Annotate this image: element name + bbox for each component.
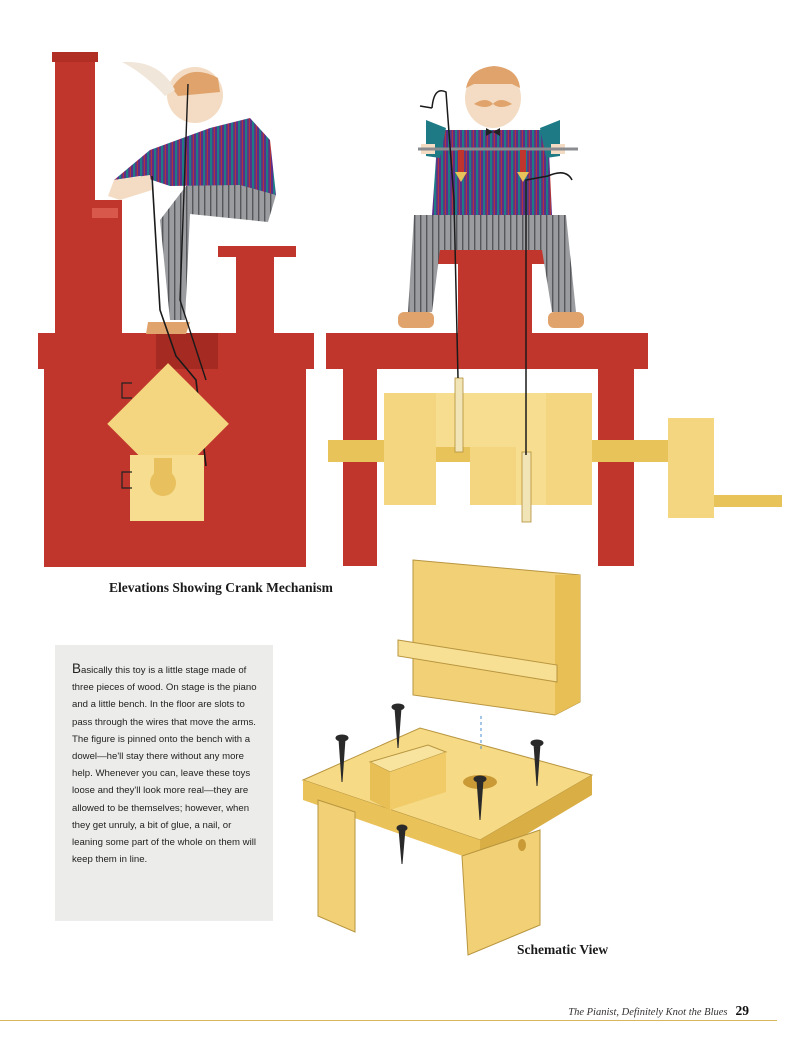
footer-title: The Pianist, Definitely Knot the Blues: [568, 1007, 728, 1018]
schematic-caption: Schematic View: [517, 942, 609, 957]
drop-cap: B: [72, 661, 82, 676]
schematic-stage: [301, 559, 594, 956]
sidebar-body: asically this toy is a little stage made…: [72, 665, 257, 866]
sidebar-paragraph: Basically this toy is a little stage mad…: [72, 660, 261, 868]
page-footer: The Pianist, Definitely Knot the Blues 2…: [568, 1002, 749, 1020]
elevations-caption: Elevations Showing Crank Mechanism: [109, 580, 333, 595]
right-elevation: [326, 66, 782, 566]
page-number: 29: [735, 1003, 750, 1018]
sidebar-text-box: Basically this toy is a little stage mad…: [55, 645, 273, 921]
left-elevation: [38, 52, 314, 567]
footer-rule: [0, 1020, 777, 1021]
